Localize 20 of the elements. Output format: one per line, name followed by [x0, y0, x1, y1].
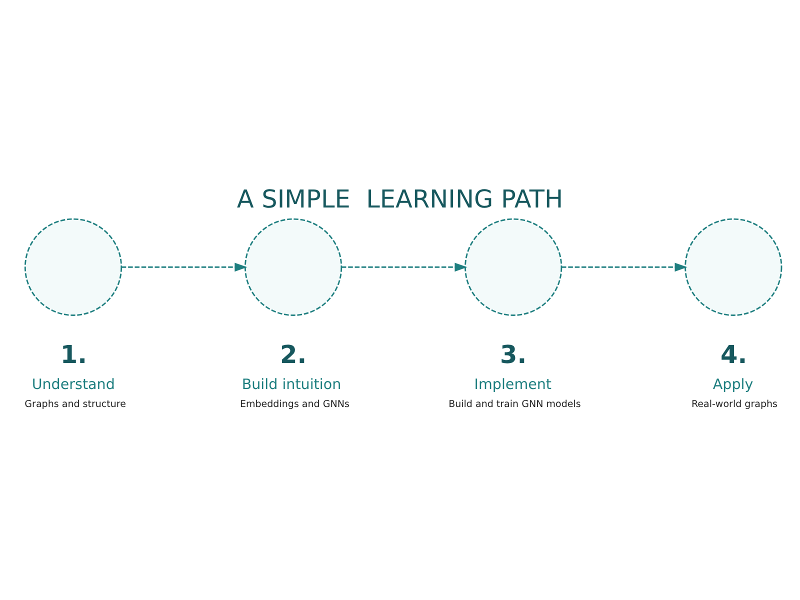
node-label: Build intuition	[242, 376, 342, 393]
node-label: Graphs and structure	[24, 398, 126, 410]
node-circle	[244, 218, 342, 316]
node-circle	[684, 218, 782, 316]
node-label: Understand	[32, 376, 115, 393]
arrow	[341, 262, 468, 272]
node-label: 2.	[280, 340, 307, 369]
node-label: 1.	[60, 340, 88, 369]
node-label: 3.	[500, 340, 527, 369]
arrow	[121, 262, 248, 272]
node-label: Implement	[474, 376, 552, 393]
diagram-title: A SIMPLE LEARNING PATH	[236, 184, 564, 213]
arrow	[562, 262, 688, 272]
node-circle	[464, 218, 562, 316]
node-label: Embeddings and GNNs	[240, 398, 350, 410]
node-label: Apply	[712, 376, 754, 393]
node-circle	[24, 218, 122, 316]
node-label: Real-world graphs	[691, 398, 778, 410]
node-label: Build and train GNN models	[448, 398, 581, 410]
node-label: 4.	[720, 340, 748, 369]
